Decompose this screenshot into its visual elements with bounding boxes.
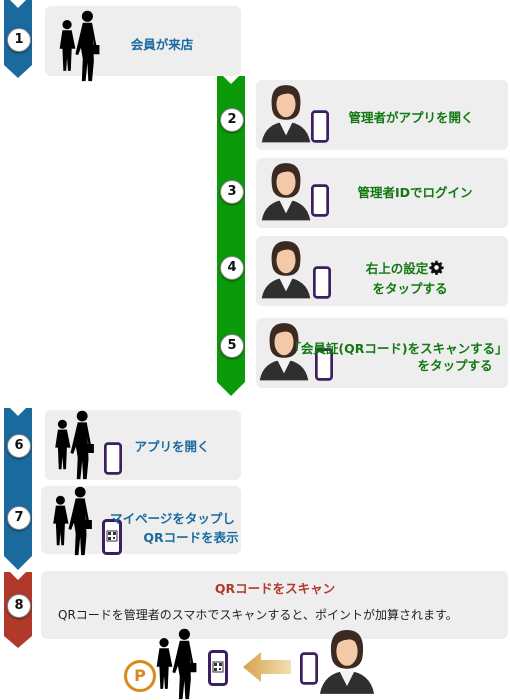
people-icon bbox=[52, 8, 108, 82]
step-2-number: 2 bbox=[220, 108, 244, 132]
point-badge-label: P bbox=[134, 666, 146, 685]
admin-woman-icon bbox=[260, 78, 312, 146]
step-3-label: 管理者IDでログイン bbox=[357, 185, 473, 200]
smartphone-icon bbox=[300, 652, 318, 685]
step-4-number: 4 bbox=[220, 256, 244, 280]
step-8-description: QRコードを管理者のスマホでスキャンすると、ポイントが加算されます。 bbox=[58, 608, 458, 622]
step-4-label-line2: をタップする bbox=[372, 281, 448, 296]
step-4-label-text: 右上の設定 bbox=[365, 261, 429, 276]
step-7-number: 7 bbox=[7, 506, 31, 530]
smartphone-icon bbox=[311, 110, 329, 143]
arrow-left-icon bbox=[243, 652, 291, 682]
step-7-label-line2: QRコードを表示 bbox=[143, 530, 239, 545]
step-4-label-line1: 右上の設定 bbox=[340, 258, 470, 277]
admin-woman-icon bbox=[260, 234, 312, 302]
step-1-card bbox=[45, 6, 241, 76]
admin-woman-icon bbox=[318, 622, 376, 698]
step-5-number: 5 bbox=[220, 334, 244, 358]
smartphone-icon bbox=[313, 266, 331, 299]
point-badge: P bbox=[124, 660, 156, 692]
step-6-number: 6 bbox=[7, 434, 31, 458]
step-1-label: 会員が来店 bbox=[130, 37, 194, 52]
people-icon bbox=[48, 408, 102, 480]
admin-band bbox=[217, 76, 245, 396]
people-icon bbox=[46, 484, 100, 556]
step-2-label: 管理者がアプリを開く bbox=[348, 110, 474, 125]
step-6-label: アプリを開く bbox=[134, 439, 210, 454]
people-icon bbox=[148, 626, 206, 700]
step-5-label-line1: 「会員証(QRコード)をスキャンする」 bbox=[288, 341, 508, 356]
smartphone-qr-icon bbox=[208, 650, 228, 686]
step-7-label-line1: マイページをタップし bbox=[110, 511, 235, 526]
step-3-number: 3 bbox=[220, 180, 244, 204]
smartphone-icon bbox=[104, 442, 122, 475]
member-band-middle bbox=[4, 408, 32, 570]
gear-icon bbox=[429, 260, 444, 275]
step-8-card bbox=[41, 571, 508, 639]
smartphone-icon bbox=[311, 184, 329, 217]
step-1-number: 1 bbox=[7, 28, 31, 52]
step-8-title: QRコードをスキャン bbox=[214, 581, 336, 596]
admin-woman-icon bbox=[260, 156, 312, 224]
step-5-label-line2: をタップする bbox=[417, 358, 493, 373]
step-8-number: 8 bbox=[7, 594, 31, 618]
